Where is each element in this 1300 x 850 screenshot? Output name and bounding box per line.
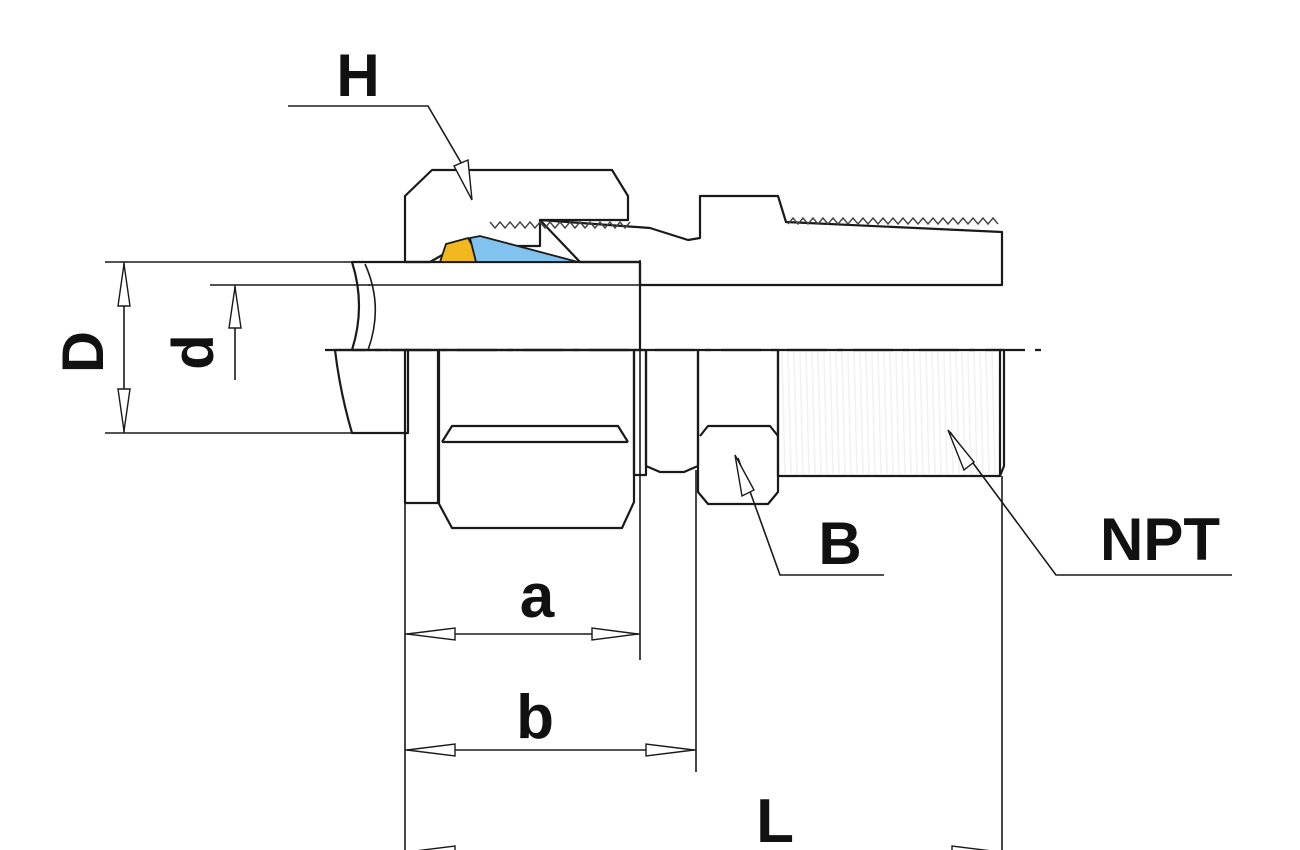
- npt-thread-line: [991, 351, 996, 475]
- npt-thread-line: [913, 351, 918, 475]
- npt-thread-line: [937, 351, 942, 475]
- label-NPT: NPT: [1100, 506, 1220, 573]
- npt-upper-thread: [787, 216, 999, 226]
- arrow-D-top: [117, 263, 131, 307]
- leader-H: [288, 105, 471, 179]
- arrow-B: [734, 454, 755, 498]
- nut-hex: [436, 348, 636, 530]
- npt-thread-line: [823, 351, 828, 475]
- npt-thread-line: [901, 351, 906, 475]
- nut-thread: [489, 220, 631, 230]
- arrow-a-right: [591, 627, 639, 641]
- npt-thread-line: [883, 351, 888, 475]
- npt-thread-line: [787, 351, 792, 475]
- npt-thread-line: [973, 351, 978, 475]
- npt-thread-line: [895, 351, 900, 475]
- npt-thread-line: [805, 351, 810, 475]
- nut-hex-chamfer: [441, 424, 629, 443]
- arrow-D-bottom: [117, 388, 131, 432]
- npt-thread-line: [793, 351, 798, 475]
- npt-thread-line: [835, 351, 840, 475]
- body-section: [538, 194, 1004, 287]
- npt-thread-line: [847, 351, 852, 475]
- arrow-d-top: [228, 286, 242, 329]
- label-D: D: [51, 331, 116, 373]
- npt-thread-line: [967, 351, 972, 475]
- arrow-L-left: [417, 845, 456, 850]
- npt-thread-line: [907, 351, 912, 475]
- label-a: a: [520, 562, 555, 631]
- arrow-L-right: [951, 845, 990, 850]
- npt-thread-line: [871, 351, 876, 475]
- npt-thread-line: [817, 351, 822, 475]
- arrow-b-left: [406, 743, 456, 757]
- arrow-NPT: [947, 429, 975, 472]
- npt-thread-line: [859, 351, 864, 475]
- body-groove: [644, 348, 700, 474]
- leader-NPT: [949, 431, 1232, 576]
- npt-thread-line: [799, 351, 804, 475]
- npt-thread-line: [949, 351, 954, 475]
- npt-thread-line: [853, 351, 858, 475]
- npt-thread-line: [865, 351, 870, 475]
- npt-thread-body: [776, 348, 1002, 478]
- arrow-H: [453, 158, 473, 201]
- npt-thread-line: [979, 351, 984, 475]
- front-ferrule: [468, 235, 579, 263]
- arrow-b-right: [645, 743, 695, 757]
- label-b: b: [516, 683, 554, 752]
- npt-thread-line: [781, 351, 786, 475]
- label-d: d: [161, 334, 226, 369]
- npt-thread-line: [931, 351, 936, 475]
- npt-thread-line: [985, 351, 990, 475]
- npt-end-face: [998, 348, 1006, 477]
- tube-exterior: [333, 348, 410, 435]
- npt-thread-line: [829, 351, 834, 475]
- npt-thread-lines: [781, 351, 996, 475]
- label-B: B: [818, 510, 861, 577]
- nut-flange: [403, 348, 441, 505]
- npt-thread-line: [943, 351, 948, 475]
- label-L: L: [756, 787, 794, 850]
- npt-thread-line: [889, 351, 894, 475]
- npt-thread-line: [811, 351, 816, 475]
- npt-thread-line: [841, 351, 846, 475]
- label-H: H: [336, 42, 379, 109]
- leader-B: [737, 457, 884, 576]
- arrow-a-left: [406, 627, 456, 641]
- npt-thread-line: [877, 351, 882, 475]
- tube-cut-curve: [364, 263, 377, 351]
- npt-thread-line: [919, 351, 924, 475]
- npt-thread-line: [925, 351, 930, 475]
- tube-section: [350, 260, 642, 352]
- body-hex-edge: [699, 424, 779, 437]
